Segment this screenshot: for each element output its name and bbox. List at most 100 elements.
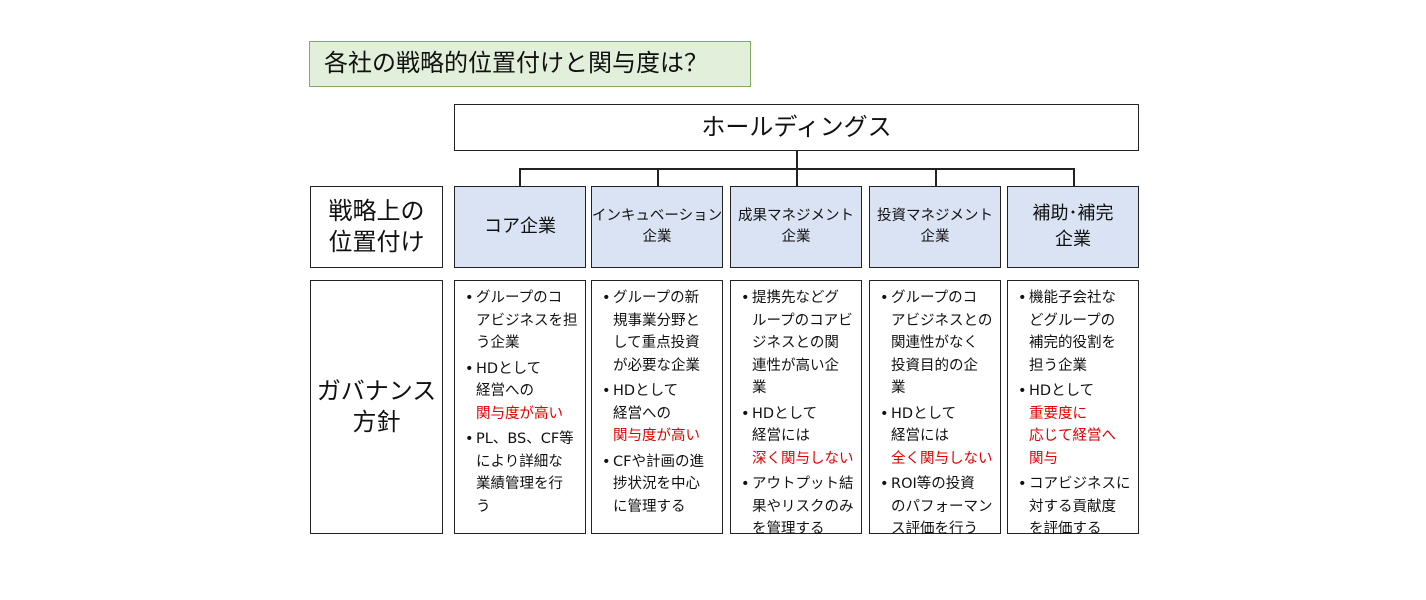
policy-text-line: 担う企業 <box>1029 357 1087 374</box>
row-label-governance: ガバナンス 方針 <box>310 280 443 534</box>
category-box-results-management: 成果マネジメント 企業 <box>730 186 862 268</box>
policy-text-line: グループの新 <box>613 290 700 306</box>
policy-text-line: 提携先などグ <box>752 290 839 306</box>
category-name-line: 企業 <box>781 229 811 245</box>
category-box-investment-management: 投資マネジメント 企業 <box>869 186 1001 268</box>
policy-text-line: に管理する <box>613 498 686 515</box>
page-title: 各社の戦略的位置付けと関与度は？ <box>309 41 751 87</box>
policy-text-line: う企業 <box>476 335 520 351</box>
category-name-line: 企業 <box>920 229 950 245</box>
policy-text-line: のパフォーマン <box>891 498 993 515</box>
holdings-box: ホールディングス <box>454 104 1139 151</box>
policy-text-line: コアビジネスに <box>1029 476 1131 492</box>
policy-text-line: HDとして <box>891 405 957 422</box>
policy-text-line: CFや計画の進 <box>613 453 704 470</box>
policy-text-line: 経営には <box>752 428 810 444</box>
policy-highlight-text: 応じて経営へ <box>1029 428 1116 444</box>
policy-text-line: アビジネスとの <box>891 312 993 329</box>
policy-text-line: 投資目的の企 <box>891 357 978 374</box>
category-box-support: 補助･補完 企業 <box>1007 186 1139 268</box>
policy-text-line: 規事業分野と <box>613 312 700 329</box>
connector-drop-3 <box>796 168 798 186</box>
policy-text-line: が必要な企業 <box>613 357 700 374</box>
policy-text-line: 連性が高い企 <box>752 357 839 374</box>
policy-text-line: HDとして <box>752 405 818 422</box>
policy-text-line: 果やリスクのみ <box>752 498 854 515</box>
policy-text-line: ス評価を行う <box>891 521 978 537</box>
policy-text-line: グループのコ <box>891 290 978 306</box>
category-name-line: 投資マネジメント <box>877 207 993 224</box>
policy-text-line: 経営への <box>476 383 534 399</box>
policy-text-line: HDとして <box>476 360 542 377</box>
policy-text-line: 対する貢献度 <box>1029 498 1116 515</box>
category-name-line: 成果マネジメント <box>738 207 854 224</box>
category-name-line: 企業 <box>1055 229 1091 250</box>
policy-text-line: 機能子会社な <box>1029 290 1116 306</box>
policy-highlight-text: 深く関与しない <box>752 450 854 467</box>
policy-box-support: 機能子会社などグループの補完的役割を担う企業HDとして重要度に応じて経営へ関与コ… <box>1007 280 1139 537</box>
policy-list: グループの新規事業分野として重点投資が必要な企業HDとして経営への関与度が高いC… <box>602 287 718 518</box>
policy-text-line: 業 <box>891 380 906 396</box>
policy-highlight-text: 全く関与しない <box>891 450 993 467</box>
policy-text-line: して重点投資 <box>613 335 700 351</box>
policy-text-line: 補完的役割を <box>1029 335 1116 351</box>
policy-list: グループのコアビジネスとの関連性がなく投資目的の企業HDとして経営には全く関与し… <box>880 287 996 541</box>
policy-text-line: ROI等の投資 <box>891 476 975 492</box>
policy-text-line: を管理する <box>752 521 825 537</box>
policy-box-investment-management: グループのコアビジネスとの関連性がなく投資目的の企業HDとして経営には全く関与し… <box>869 280 1001 537</box>
connector-drop-5 <box>1073 168 1075 186</box>
policy-text-line: ジネスとの関 <box>752 335 839 351</box>
connector-drop-4 <box>935 168 937 186</box>
connector-drop-2 <box>657 168 659 186</box>
policy-highlight-text: 関与 <box>1029 450 1058 467</box>
policy-list: 機能子会社などグループの補完的役割を担う企業HDとして重要度に応じて経営へ関与コ… <box>1018 287 1134 541</box>
connector-vertical-main <box>796 151 798 169</box>
policy-highlight-text: 関与度が高い <box>476 405 563 422</box>
policy-text-line: 業績管理を行 <box>476 476 563 492</box>
policy-text-line: グループのコ <box>476 290 563 306</box>
category-box-incubation: インキュベーション 企業 <box>591 186 723 268</box>
policy-text-line: PL、BS、CF等 <box>476 431 574 447</box>
category-box-core: コア企業 <box>454 186 586 268</box>
category-name-line: インキュベーション <box>591 207 723 224</box>
policy-text-line: 経営には <box>891 428 949 444</box>
category-name-line: 補助･補完 <box>1032 202 1114 224</box>
policy-text-line: HDとして <box>1029 383 1095 399</box>
connector-drop-1 <box>519 168 521 186</box>
policy-text-line: HDとして <box>613 383 679 399</box>
policy-text-line: アビジネスを担 <box>476 312 578 329</box>
policy-text-line: により詳細な <box>476 453 563 470</box>
policy-text-line: ループのコアビ <box>752 312 853 329</box>
policy-box-core: グループのコアビジネスを担う企業HDとして経営への関与度が高いPL、BS、CF等… <box>454 280 586 534</box>
policy-text-line: を評価する <box>1029 521 1102 537</box>
row-label-governance-line-1: ガバナンス <box>316 376 437 405</box>
policy-highlight-text: 関与度が高い <box>613 428 700 444</box>
row-label-position-line-2: 位置付け <box>328 228 425 256</box>
policy-text-line: アウトプット結 <box>752 476 854 492</box>
policy-text-line: 捗状況を中心 <box>613 476 700 492</box>
policy-text-line: う <box>476 498 491 515</box>
policy-text-line: 経営への <box>613 405 671 422</box>
row-label-position-line-1: 戦略上の <box>328 196 425 225</box>
category-name-line: コア企業 <box>484 215 556 237</box>
policy-box-results-management: 提携先などグループのコアビジネスとの関連性が高い企業HDとして経営には深く関与し… <box>730 280 862 537</box>
policy-box-incubation: グループの新規事業分野として重点投資が必要な企業HDとして経営への関与度が高いC… <box>591 280 723 534</box>
row-label-position: 戦略上の 位置付け <box>310 186 443 268</box>
policy-text-line: どグループの <box>1029 312 1116 329</box>
row-label-governance-line-2: 方針 <box>352 408 401 436</box>
policy-list: グループのコアビジネスを担う企業HDとして経営への関与度が高いPL、BS、CF等… <box>465 287 581 518</box>
policy-text-line: 業 <box>752 380 767 396</box>
